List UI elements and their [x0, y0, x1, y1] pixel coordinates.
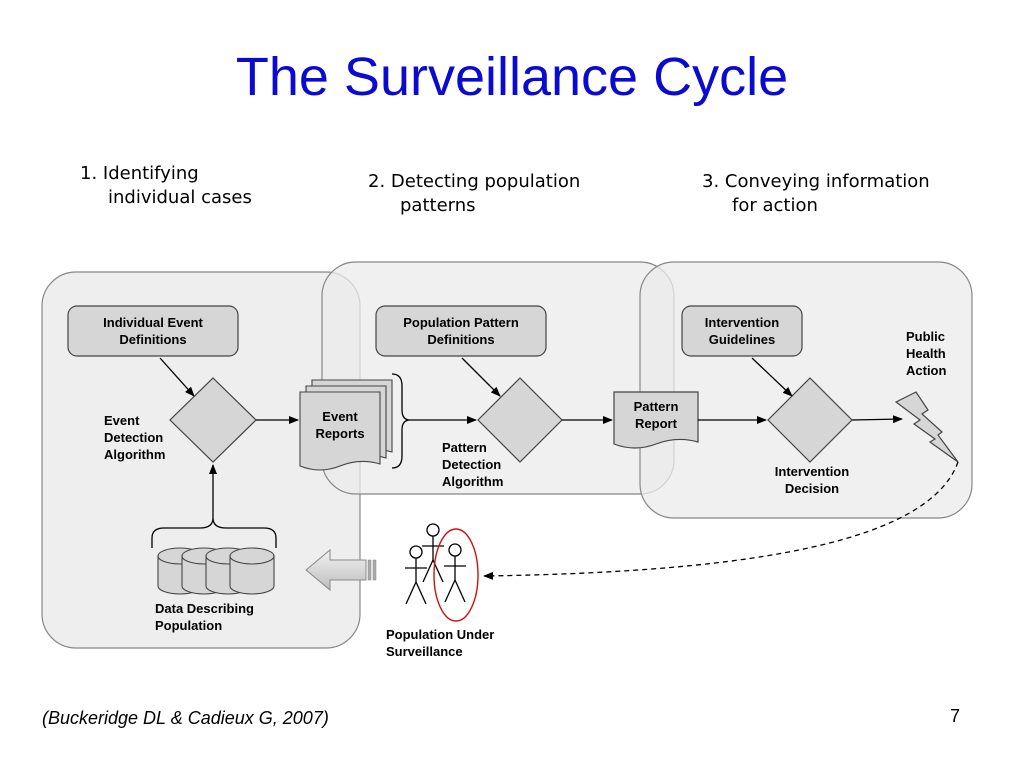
pattern-detection-diamond [477, 377, 563, 463]
population-to-data-block-arrow [305, 548, 377, 592]
data-describing-population-label: Data Describing Population [155, 601, 254, 633]
event-reports-label: Event Reports [315, 409, 365, 441]
individual-event-definitions-box [67, 305, 239, 357]
stick-figure-right [444, 543, 466, 603]
intervention-to-action-arrow [851, 415, 903, 424]
event-detection-diamond [169, 377, 257, 463]
stage-2-line-1: 2. Detecting population [368, 171, 581, 192]
highlighted-person-circle [433, 528, 479, 622]
guidelines-to-intervention-arrow [751, 357, 793, 397]
event-detection-algorithm-label: Event Detection Algorithm [104, 413, 166, 462]
event-reports-document-stack [299, 379, 393, 471]
intervention-decision-diamond [767, 377, 853, 463]
page-number: 7 [950, 706, 961, 726]
action-to-population-dashed-arrow [483, 461, 959, 580]
pattern-detection-algorithm-label: Pattern Detection Algorithm [442, 440, 504, 489]
pattern-report-document [613, 391, 699, 449]
stage-2-label: 2. Detecting population patterns [368, 170, 580, 218]
slide-title: The Surveillance Cycle [235, 47, 789, 107]
population-under-surveillance-label: Population Under Surveillance [386, 627, 495, 659]
database-cylinders-icon [157, 547, 275, 595]
stage-1-line-1: 1. Identifying [80, 163, 199, 184]
stage-1-line-2: individual cases [108, 187, 252, 208]
definitions-to-pattern-detection-arrow [461, 357, 501, 397]
intervention-decision-label: Intervention Decision [774, 464, 850, 496]
stage-1-label: 1. Identifying individual cases [80, 162, 252, 210]
public-health-action-bolt-icon [894, 391, 959, 463]
individual-event-definitions-label: Individual Event Definitions [103, 315, 203, 347]
intervention-guidelines-box [681, 305, 803, 357]
intervention-guidelines-label: Intervention Guidelines [704, 315, 780, 347]
stick-figure-left [405, 545, 427, 605]
stage-3-line-2: for action [732, 195, 818, 216]
stage-2-line-2: patterns [400, 195, 476, 216]
definitions-to-event-detection-arrow [159, 357, 195, 397]
pattern-report-label: Pattern Report [633, 399, 679, 431]
population-pattern-definitions-label: Population Pattern Definitions [403, 315, 519, 347]
citation: (Buckeridge DL & Cadieux G, 2007) [42, 708, 329, 728]
population-pattern-definitions-box [375, 305, 547, 357]
public-health-action-label: Public Health Action [906, 329, 947, 378]
stage-3-line-1: 3. Conveying information [702, 171, 930, 192]
stage-3-label: 3. Conveying information for action [702, 170, 930, 218]
stick-figure-middle [422, 523, 444, 583]
